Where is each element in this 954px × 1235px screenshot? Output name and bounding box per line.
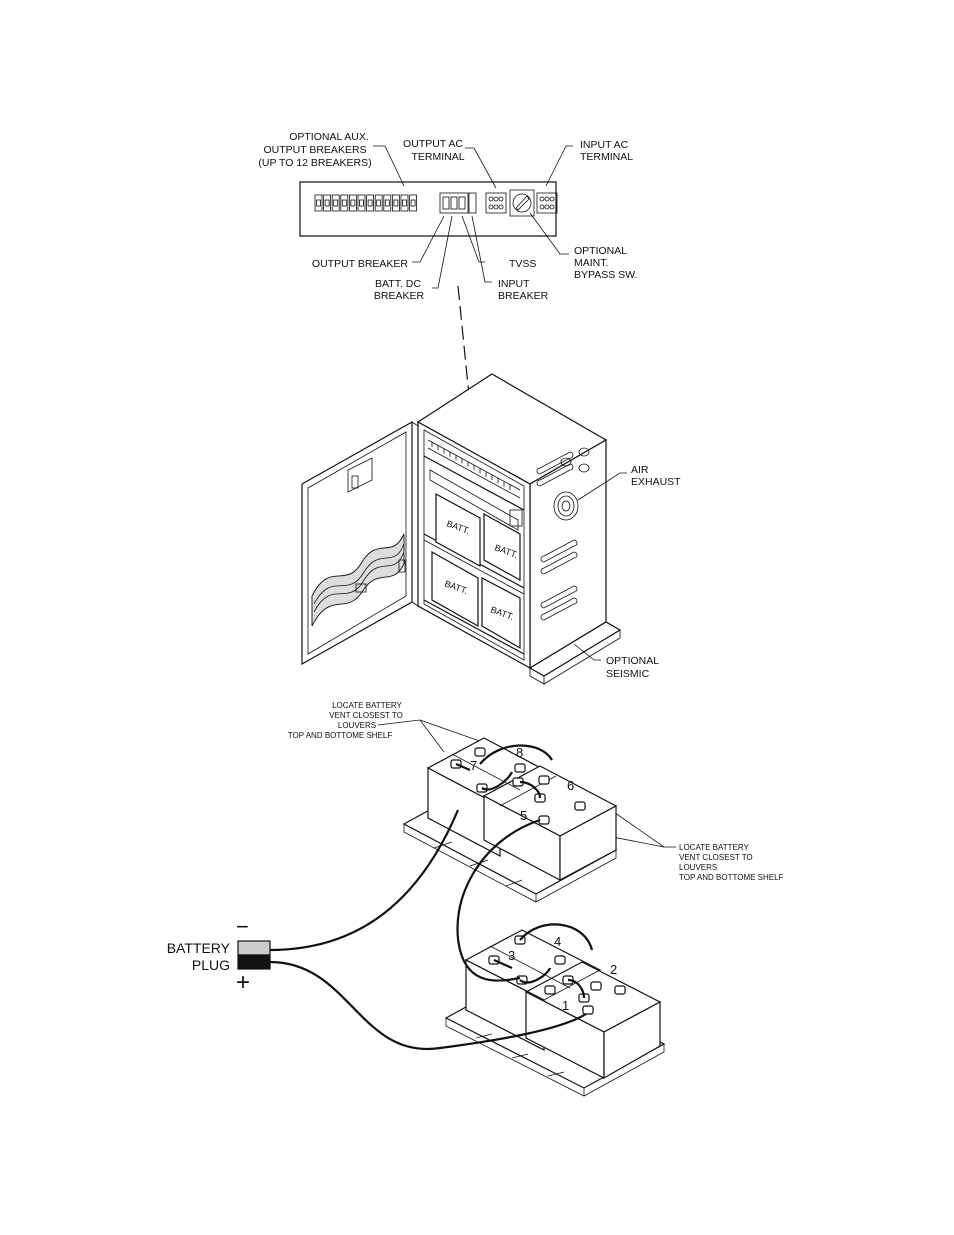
optional-seismic-label-1: OPTIONAL <box>606 655 659 667</box>
tvss-label: TVSS <box>509 258 536 270</box>
input-ac-terminal-block <box>536 192 558 214</box>
vent-note-right-4: TOP AND BOTTOME SHELF <box>679 873 784 882</box>
battery-number-5: 5 <box>520 808 527 823</box>
output-ac-terminal-label-2: TERMINAL <box>411 151 464 163</box>
aux-output-breakers <box>314 194 418 212</box>
aux-breaker <box>383 194 392 212</box>
aux-breaker <box>374 194 383 212</box>
aux-breaker <box>400 194 409 212</box>
input-ac-terminal-label-2: TERMINAL <box>580 151 633 163</box>
vent-note-right-3: LOUVERS <box>679 863 717 872</box>
louver-hole <box>578 463 590 473</box>
breaker-panel: OPTIONAL AUX. OUTPUT BREAKERS (UP TO 12 … <box>258 131 637 302</box>
louver-hole <box>560 457 572 467</box>
louver-slot <box>536 451 574 475</box>
aux-breaker-toggle <box>402 199 407 207</box>
aux-breaker-toggle <box>350 199 356 207</box>
battery-plug-negative-housing <box>237 940 271 956</box>
battery-terminal <box>514 763 526 773</box>
vent-note-top-4: TOP AND BOTTOME SHELF <box>288 731 393 740</box>
aux-breaker <box>391 194 400 212</box>
louver-slot <box>540 539 578 563</box>
louver-slot <box>540 597 578 621</box>
aux-breaker <box>314 194 323 212</box>
optional-seismic-label-2: SEISMIC <box>606 668 650 680</box>
input-breaker-label-1: INPUT <box>498 278 530 290</box>
aux-breaker-toggle <box>410 199 416 207</box>
aux-breaker-toggle <box>341 199 347 207</box>
aux-breaker <box>409 194 418 212</box>
aux-breakers-label-2: OUTPUT BREAKERS <box>263 144 366 156</box>
battery-plug-label-2: PLUG <box>192 957 230 973</box>
input-ac-terminal-label-1: INPUT AC <box>580 139 629 151</box>
aux-breaker <box>348 194 357 212</box>
battery-terminal <box>544 985 556 995</box>
maint-bypass-label-2: MAINT. <box>574 257 608 269</box>
maint-bypass-switch <box>509 189 535 217</box>
aux-breaker-toggle <box>384 199 390 207</box>
air-exhaust-label-2: EXHAUST <box>631 476 681 488</box>
battery-terminal <box>614 985 626 995</box>
battery-plug-minus: − <box>236 914 249 939</box>
aux-breaker-toggle <box>333 199 339 207</box>
vent-note-right-2: VENT CLOSEST TO <box>679 853 753 862</box>
louver-slot <box>536 463 574 487</box>
aux-breakers-label-1: OPTIONAL AUX. <box>289 131 369 143</box>
louver-slot <box>540 585 578 609</box>
battery-number-3: 3 <box>508 948 515 963</box>
aux-breaker <box>357 194 366 212</box>
output-breaker-label: OUTPUT BREAKER <box>312 258 408 270</box>
battery-number-7: 7 <box>470 758 477 773</box>
battery-number-4: 4 <box>554 934 561 949</box>
louver-slot <box>540 551 578 575</box>
battery-plug-plus: + <box>236 969 250 996</box>
aux-breaker-toggle <box>367 199 373 207</box>
battery-number-8: 8 <box>516 745 523 760</box>
battery-terminal <box>582 1005 594 1015</box>
battery-terminal <box>554 955 566 965</box>
air-exhaust-label-1: AIR <box>631 464 649 476</box>
vent-note-top-1: LOCATE BATTERY <box>332 701 402 710</box>
battery-terminal <box>574 801 586 811</box>
aux-breaker <box>340 194 349 212</box>
input-breaker-label-2: BREAKER <box>498 290 549 302</box>
louver-hole <box>578 447 590 457</box>
aux-breaker-toggle <box>324 199 330 207</box>
batt-dc-breaker-label-1: BATT. DC <box>375 278 421 290</box>
main-breakers <box>439 192 477 214</box>
side-louvers <box>536 447 590 621</box>
exhaust-fan <box>553 491 579 521</box>
aux-breakers-label-3: (UP TO 12 BREAKERS) <box>258 157 371 169</box>
cabinet: BATT. BATT. BATT. BATT. <box>301 373 681 685</box>
battery-plug-label-1: BATTERY <box>167 940 231 956</box>
battery-terminal <box>590 981 602 991</box>
battery-terminal <box>538 815 550 825</box>
maint-bypass-label-1: OPTIONAL <box>574 245 627 257</box>
battery-wiring: LOCATE BATTERY VENT CLOSEST TO LOUVERS T… <box>167 701 784 1097</box>
battery-terminal <box>474 747 486 757</box>
output-ac-terminal-block <box>485 192 507 214</box>
maint-bypass-label-3: BYPASS SW. <box>574 269 637 281</box>
batt-dc-breaker-label-2: BREAKER <box>374 290 425 302</box>
battery-terminal <box>538 775 550 785</box>
output-ac-terminal-label-1: OUTPUT AC <box>403 138 463 150</box>
aux-breaker <box>323 194 332 212</box>
vent-note-top-3: LOUVERS <box>338 721 376 730</box>
battery-number-1: 1 <box>562 998 569 1013</box>
aux-breaker-toggle <box>316 199 321 207</box>
battery-number-6: 6 <box>567 778 574 793</box>
battery-plug-positive-housing <box>237 954 271 970</box>
aux-breaker <box>331 194 340 212</box>
vent-note-right-1: LOCATE BATTERY <box>679 843 749 852</box>
aux-breaker-toggle <box>393 199 399 207</box>
vent-note-top-2: VENT CLOSEST TO <box>329 711 403 720</box>
aux-breaker-toggle <box>359 199 364 207</box>
aux-breaker-toggle <box>376 199 382 207</box>
battery-number-2: 2 <box>610 962 617 977</box>
aux-breaker <box>366 194 375 212</box>
